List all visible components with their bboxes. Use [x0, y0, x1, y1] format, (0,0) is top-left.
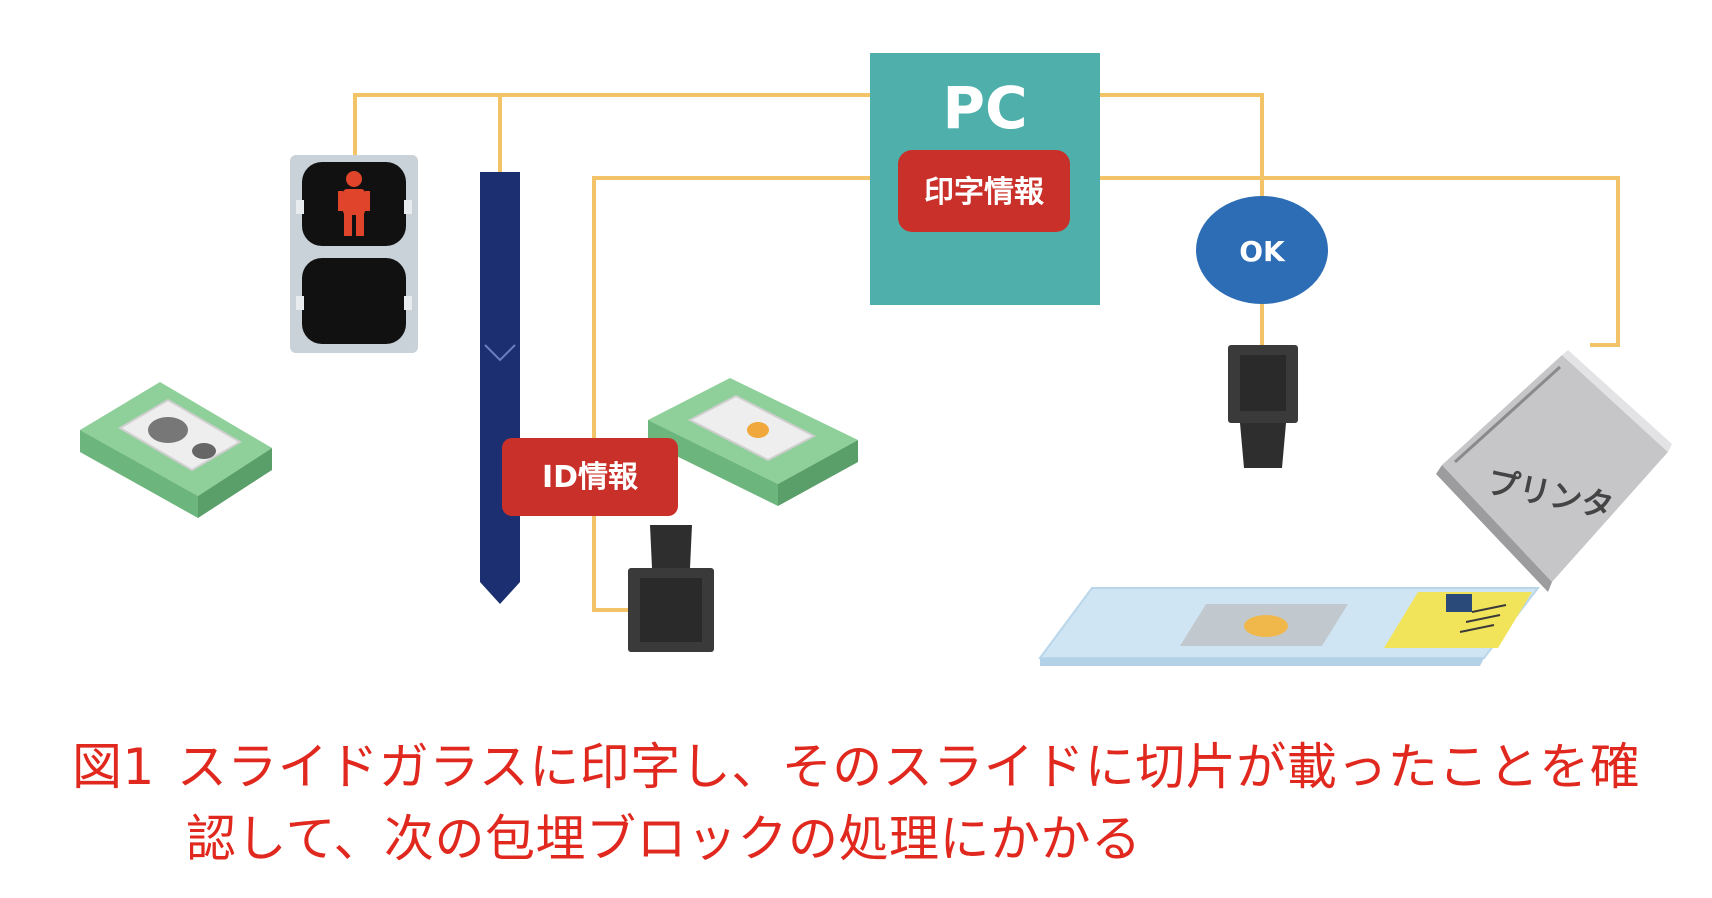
cassette-left-icon [80, 382, 272, 518]
print-info-label: 印字情報 [924, 175, 1045, 210]
print-info-badge [898, 150, 1070, 232]
id-info-badge: ID情報 [502, 438, 678, 516]
wire-pc-printer [1100, 176, 1620, 347]
connection-wires [353, 93, 1620, 612]
cassette-right-icon [648, 378, 858, 506]
ok-label: OK [1239, 235, 1286, 268]
pedestrian-signal-icon [290, 155, 418, 353]
ok-indicator: OK [1196, 196, 1328, 304]
printer-icon: プリンタ [1436, 350, 1672, 592]
workflow-diagram: PC 印字情報 OK ID情報 プリンタ [80, 53, 1672, 666]
id-info-label: ID情報 [542, 460, 639, 495]
caption-line-2: 認して、次の包埋ブロックの処理にかかる [186, 810, 1142, 868]
pc-box: PC 印字情報 [870, 53, 1100, 305]
wire-pc-id-camera [592, 176, 870, 612]
camera-ok-icon [1228, 345, 1298, 468]
camera-id-icon [628, 525, 714, 652]
caption-line-1-text: スライドガラスに印字し、そのスライドに切片が載ったことを確 [176, 738, 1641, 796]
caption-prefix: 図1 [72, 738, 155, 796]
glass-slide-icon [1038, 587, 1541, 666]
pc-label: PC [942, 74, 1027, 142]
wire-pc-signal [353, 93, 870, 155]
navy-pole-icon [480, 172, 520, 604]
